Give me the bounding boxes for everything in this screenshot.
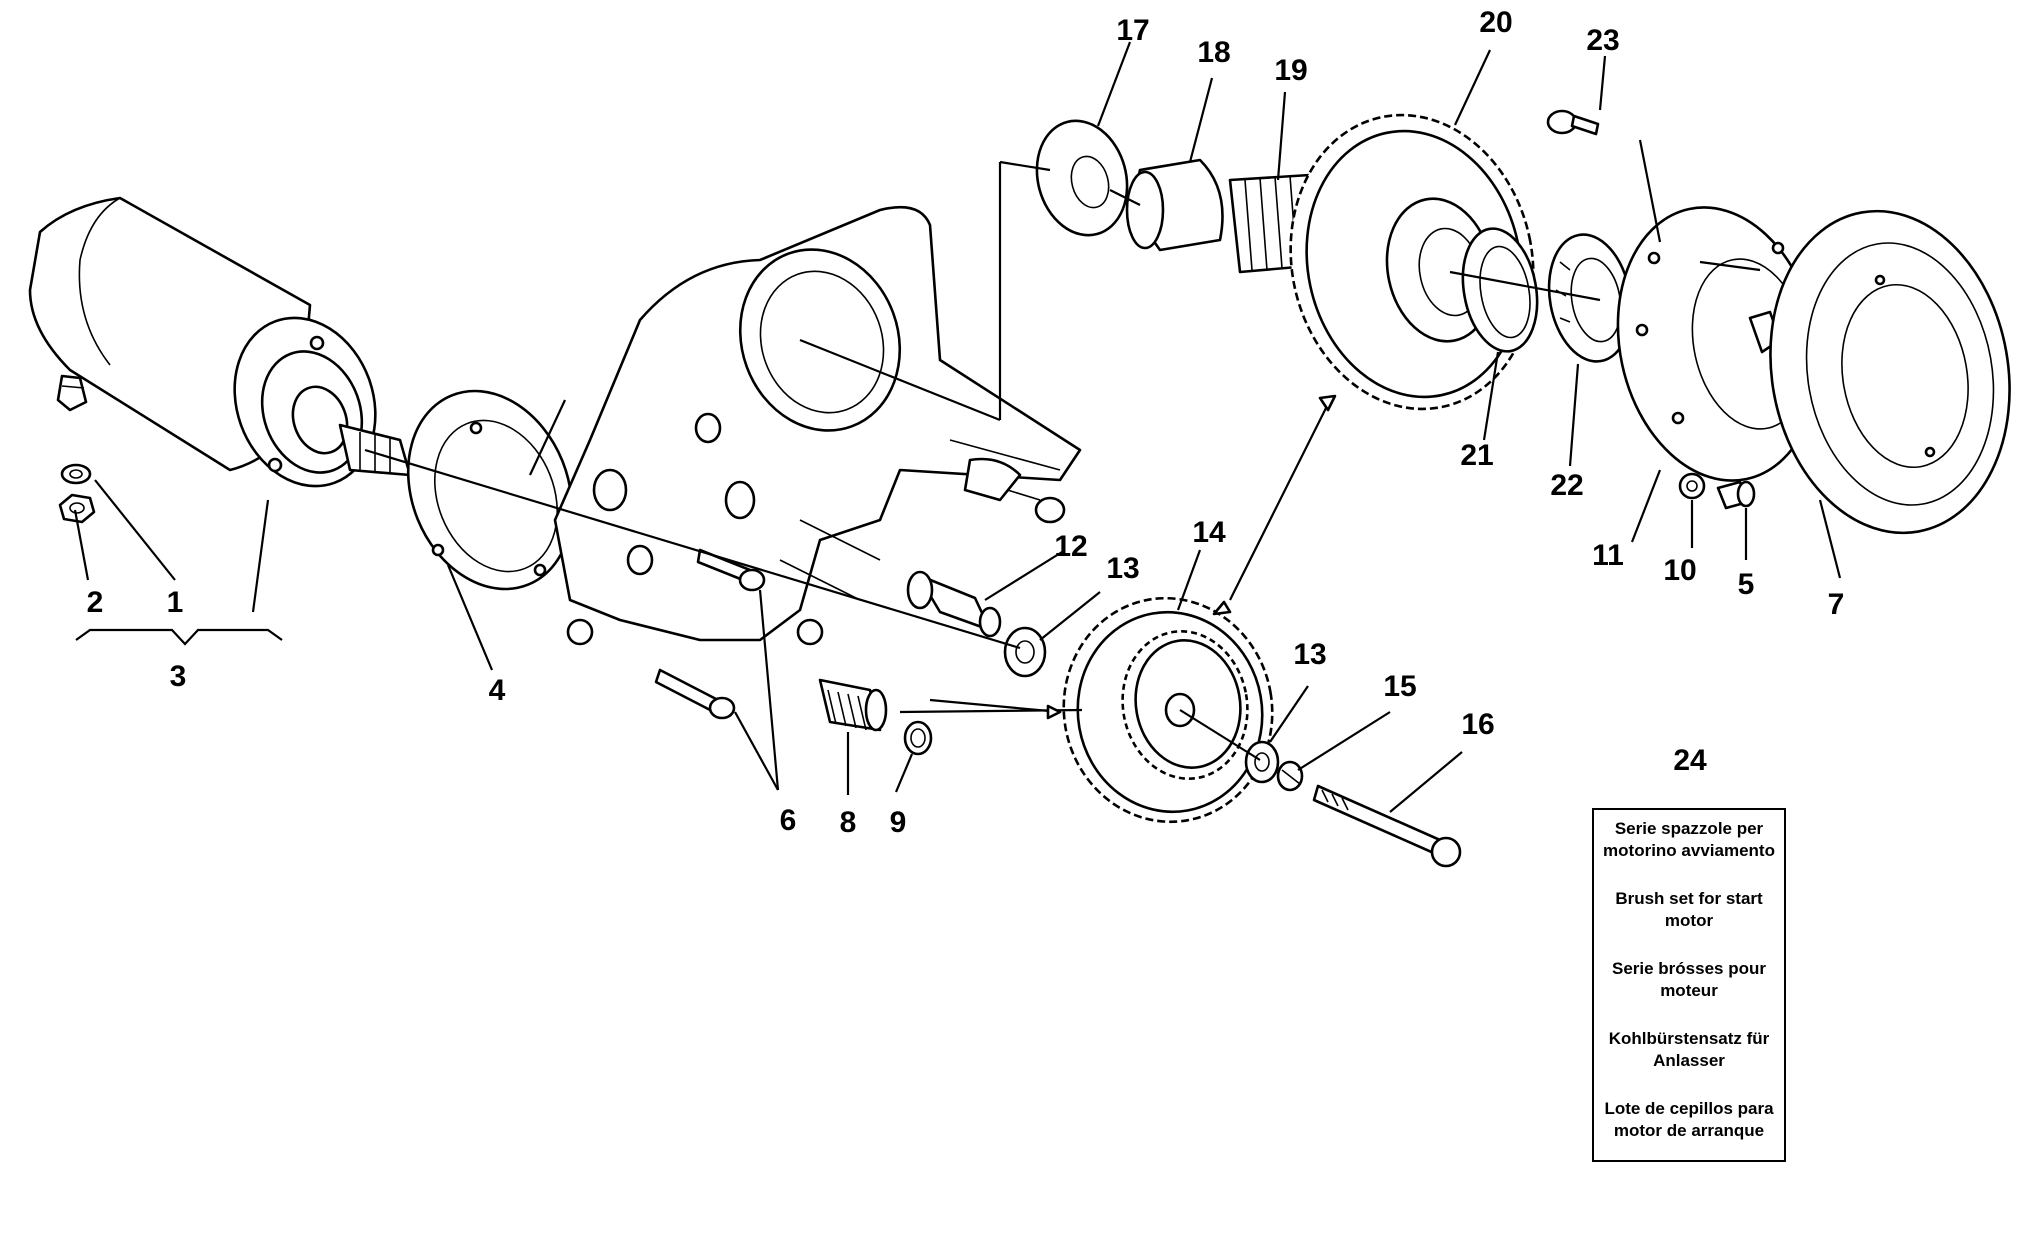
intermediate-gear-14 xyxy=(1062,596,1274,824)
legend-french: Serie brósses pour moteur xyxy=(1611,959,1766,1000)
callout-8: 8 xyxy=(840,806,857,839)
screw-5 xyxy=(1716,480,1756,510)
callout-15: 15 xyxy=(1383,670,1416,703)
callout-13a: 13 xyxy=(1106,552,1139,585)
nut-2 xyxy=(58,493,96,524)
callout-17: 17 xyxy=(1116,14,1149,47)
washer-10 xyxy=(1678,472,1706,500)
brush-set-legend: Serie spazzole per motorino avviamento B… xyxy=(1592,808,1786,1162)
callout-23: 23 xyxy=(1586,24,1619,57)
starter-motor xyxy=(28,196,412,488)
callout-16: 16 xyxy=(1461,708,1494,741)
freewheel-spring-21 xyxy=(1461,227,1539,353)
callout-numbers: 1 2 3 4 5 6 7 8 9 10 11 12 13 13 14 15 1… xyxy=(87,6,1845,839)
legend-spanish: Lote de cepillos para motor de arranque xyxy=(1604,1099,1774,1140)
callout-22: 22 xyxy=(1550,469,1583,502)
shaft-12 xyxy=(906,570,1002,638)
callout-10: 10 xyxy=(1663,554,1696,587)
callout-6: 6 xyxy=(780,804,797,837)
spring-washer-15 xyxy=(1276,760,1304,792)
legend-english: Brush set for start motor xyxy=(1615,889,1763,930)
circlip-9 xyxy=(903,720,933,756)
callout-24: 24 xyxy=(1673,744,1707,777)
legend-italian: Serie spazzole per motorino avviamento xyxy=(1603,819,1775,860)
callout-20: 20 xyxy=(1479,6,1512,39)
callout-11: 11 xyxy=(1592,539,1624,572)
callout-1: 1 xyxy=(167,586,184,619)
callout-19: 19 xyxy=(1274,54,1307,87)
callout-3: 3 xyxy=(170,660,187,693)
callout-7: 7 xyxy=(1828,588,1845,621)
bolt-6b xyxy=(654,668,736,720)
bushing-18 xyxy=(1125,158,1224,252)
callout-9: 9 xyxy=(890,806,907,839)
callout-14: 14 xyxy=(1192,516,1226,549)
assembly-lines xyxy=(364,139,1761,761)
flywheel-7 xyxy=(1769,209,2011,535)
callout-2: 2 xyxy=(87,586,104,619)
legend-german: Kohlbürstensatz für Anlasser xyxy=(1608,1029,1770,1070)
callout-leaders xyxy=(73,41,1842,813)
washer-17 xyxy=(1035,119,1129,237)
bolt-16 xyxy=(1312,784,1462,868)
washer-13a xyxy=(1003,626,1047,678)
bolt-6a xyxy=(696,548,766,592)
callout-21: 21 xyxy=(1460,439,1493,472)
crankcase-housing xyxy=(553,205,1082,646)
washer-1 xyxy=(60,463,92,485)
gasket-4 xyxy=(406,389,574,591)
pinion-8 xyxy=(818,678,888,732)
callout-4: 4 xyxy=(489,674,506,707)
callout-5: 5 xyxy=(1738,568,1755,601)
callout-12: 12 xyxy=(1054,530,1087,563)
screw-23 xyxy=(1546,109,1600,136)
washer-13b xyxy=(1244,740,1280,784)
callout-13b: 13 xyxy=(1293,638,1326,671)
callout-18: 18 xyxy=(1197,36,1230,69)
